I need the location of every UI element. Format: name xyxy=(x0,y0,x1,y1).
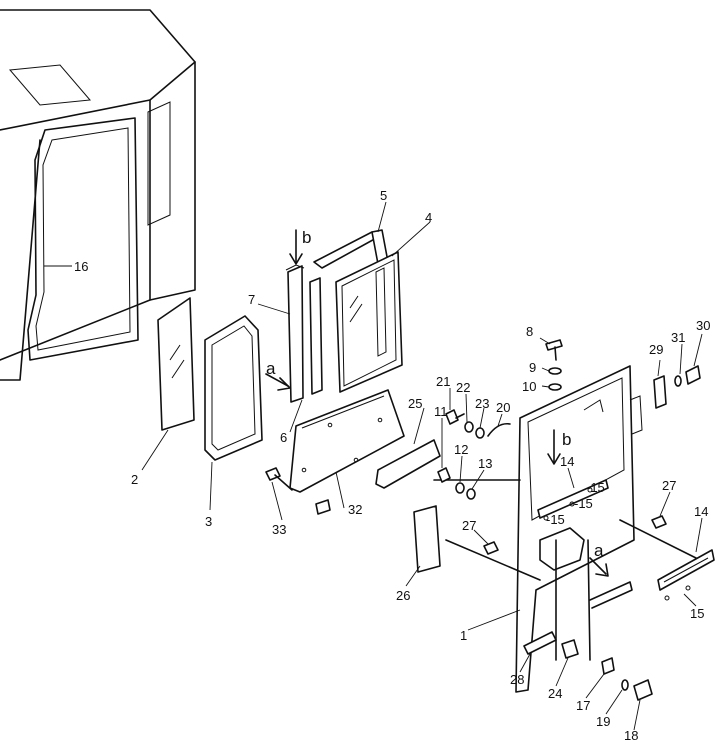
marker-a-left: a xyxy=(266,359,276,378)
part-3-window-frame xyxy=(204,315,263,461)
door-hardware xyxy=(437,339,701,701)
label-18: 18 xyxy=(624,728,638,742)
label-14-lower: 14 xyxy=(694,504,708,519)
label-15-c: -15 xyxy=(546,512,565,527)
leader-lines xyxy=(44,201,703,731)
label-22: 22 xyxy=(456,380,470,395)
label-6: 6 xyxy=(280,430,287,445)
part-25-strip xyxy=(375,439,441,489)
label-11: 11 xyxy=(434,404,448,419)
label-28: 28 xyxy=(510,672,524,687)
label-15-b: -15 xyxy=(574,496,593,511)
marker-b-left: b xyxy=(302,228,311,247)
label-1: 1 xyxy=(460,628,467,643)
label-27-right: 27 xyxy=(662,478,676,493)
cab-body xyxy=(0,9,196,381)
label-23: 23 xyxy=(475,396,489,411)
part-14-bar-upper xyxy=(537,479,609,519)
part-26-panel xyxy=(413,505,441,573)
part-1-door xyxy=(433,365,701,693)
label-3: 3 xyxy=(205,514,212,529)
part-33-screws xyxy=(265,467,331,515)
callout-labels: 16 2 3 5 4 7 6 33 32 25 26 1 8 9 10 21 2… xyxy=(74,188,710,742)
label-26: 26 xyxy=(396,588,410,603)
part-2-glass xyxy=(157,297,195,431)
label-13: 13 xyxy=(478,456,492,471)
label-12: 12 xyxy=(454,442,468,457)
label-27-left: 27 xyxy=(462,518,476,533)
part-7-rail xyxy=(285,264,305,403)
label-7: 7 xyxy=(248,292,255,307)
label-16: 16 xyxy=(74,259,88,274)
label-20: 20 xyxy=(496,400,510,415)
label-31: 31 xyxy=(671,330,685,345)
label-21: 21 xyxy=(436,374,450,389)
label-4: 4 xyxy=(425,210,432,225)
label-15-a: -15 xyxy=(586,480,605,495)
label-32: 32 xyxy=(348,502,362,517)
part-32-plate xyxy=(289,389,405,493)
label-15-lower: 15 xyxy=(690,606,704,621)
label-5: 5 xyxy=(380,188,387,203)
label-25: 25 xyxy=(408,396,422,411)
part-6-rail xyxy=(309,277,323,395)
label-14-upper: 14 xyxy=(560,454,574,469)
label-30: 30 xyxy=(696,318,710,333)
label-24: 24 xyxy=(548,686,562,701)
label-19: 19 xyxy=(596,714,610,729)
part-14-bar-lower xyxy=(657,549,715,591)
part-4-glass-panel xyxy=(335,251,403,393)
label-33: 33 xyxy=(272,522,286,537)
marker-b-right: b xyxy=(562,430,571,449)
label-8: 8 xyxy=(526,324,533,339)
label-29: 29 xyxy=(649,342,663,357)
label-9: 9 xyxy=(529,360,536,375)
marker-a-right: a xyxy=(594,541,604,560)
arrow-markers: b a b a xyxy=(266,228,604,560)
direction-arrows xyxy=(265,229,609,577)
label-2: 2 xyxy=(131,472,138,487)
label-17: 17 xyxy=(576,698,590,713)
label-10: 10 xyxy=(522,379,536,394)
